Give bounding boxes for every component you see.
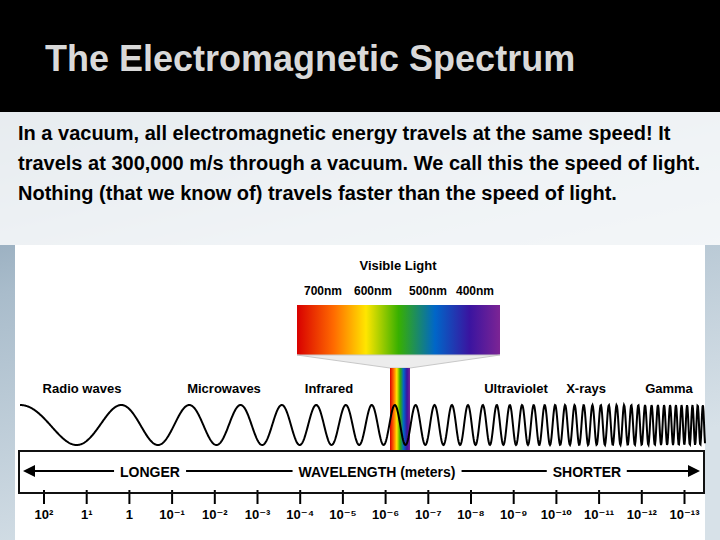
tick-label: 10⁻⁶ [372, 507, 399, 523]
tick-label: 1 [126, 507, 133, 523]
wavelength-mark: 500nm [409, 284, 447, 299]
tick-label: 10² [35, 507, 54, 523]
wavelength-mark: 600nm [354, 284, 392, 299]
wave-group [20, 405, 705, 445]
band-name: Gamma [645, 381, 693, 397]
wavelength-mark: 400nm [456, 284, 494, 299]
tick-label: 10⁻¹⁰ [541, 507, 572, 523]
graphic-panel [15, 245, 705, 540]
tick-label: 10⁻⁹ [500, 507, 528, 523]
tick-label: 10⁻¹² [627, 507, 657, 523]
band-heading: Visible Light [359, 258, 436, 274]
tick-label: 10⁻³ [245, 507, 271, 523]
title-band [0, 0, 720, 112]
body-text: In a vacuum, all electromagnetic energy … [18, 118, 708, 208]
tick-label: 10⁻² [202, 507, 228, 523]
tick-label: 10⁻⁴ [286, 507, 314, 523]
tick-label: 10⁻¹ [159, 507, 185, 523]
arrow-head [23, 465, 35, 477]
wavelength-mark: 700nm [304, 284, 342, 299]
tick-label: 1¹ [81, 507, 93, 523]
axis-label: LONGER [114, 464, 186, 481]
band-name: Microwaves [187, 381, 261, 397]
band-name: Infrared [305, 381, 353, 397]
axis-box: LONGER WAVELENGTH (meters) SHORTER [18, 450, 705, 494]
tick-label: 10⁻⁷ [415, 507, 442, 523]
visible-spectrum-bar [297, 305, 500, 355]
text-panel [0, 112, 720, 245]
tick-label: 10⁻¹³ [670, 507, 700, 523]
axis-label: WAVELENGTH (meters) [293, 464, 462, 481]
axis-label: SHORTER [547, 464, 627, 481]
band-name: Ultraviolet [484, 381, 548, 397]
tick-label: 10⁻¹¹ [584, 507, 614, 523]
arrow-head [688, 465, 700, 477]
em-wave [20, 405, 705, 445]
band-name: Radio waves [43, 381, 122, 397]
slide-title: The Electromagnetic Spectrum [45, 36, 575, 81]
tick-label: 10⁻⁸ [457, 507, 484, 523]
light-fan [297, 355, 500, 368]
band-name: X-rays [566, 381, 606, 397]
tick-label: 10⁻⁵ [329, 507, 356, 523]
